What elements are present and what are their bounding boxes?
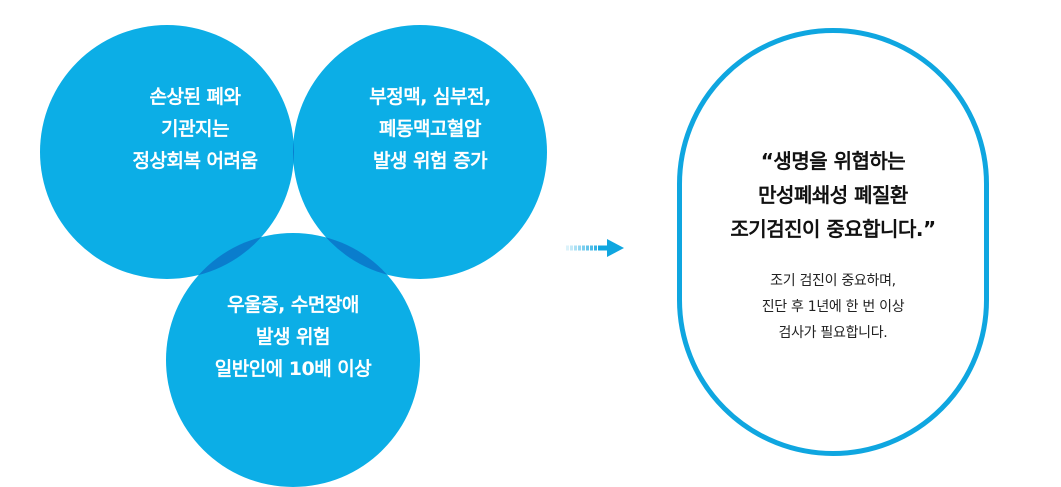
desc-line-2: 진단 후 1년에 한 번 이상 <box>761 299 905 315</box>
callout-quote: “생명을 위협하는 만성폐쇄성 폐질환 조기검진이 중요합니다.” <box>682 144 984 246</box>
circle-1-line-3: 정상회복 어려움 <box>132 150 258 172</box>
callout-description: 조기 검진이 중요하며, 진단 후 1년에 한 번 이상 검사가 필요합니다. <box>682 268 984 346</box>
circle-2-line-3: 발생 위험 증가 <box>372 150 488 172</box>
circle-depression-risk <box>166 233 420 487</box>
circle-3-line-2: 발생 위험 <box>255 326 331 348</box>
circle-heart-risk <box>293 25 547 279</box>
callout-box: “생명을 위협하는 만성폐쇄성 폐질환 조기검진이 중요합니다.” 조기 검진이… <box>677 28 989 456</box>
quote-line-1: “생명을 위협하는 <box>760 149 906 173</box>
venn-diagram <box>40 25 547 487</box>
circle-3-line-1: 우울증, 수면장애 <box>227 294 359 316</box>
circle-text-heart: 부정맥, 심부전, 폐동맥고혈압 발생 위험 증가 <box>320 81 540 177</box>
circle-2-line-1: 부정맥, 심부전, <box>369 86 491 108</box>
circle-text-lung: 손상된 폐와 기관지는 정상회복 어려움 <box>85 81 305 177</box>
circle-1-line-1: 손상된 폐와 <box>149 86 241 108</box>
circle-2-line-2: 폐동맥고혈압 <box>379 118 481 140</box>
desc-line-3: 검사가 필요합니다. <box>778 325 888 341</box>
circle-text-depression: 우울증, 수면장애 발생 위험 일반인에 10배 이상 <box>183 289 403 385</box>
circle-3-line-3: 일반인에 10배 이상 <box>214 358 372 380</box>
quote-line-2: 만성폐쇄성 폐질환 <box>758 183 908 207</box>
desc-line-1: 조기 검진이 중요하며, <box>770 273 896 289</box>
circle-1-line-2: 기관지는 <box>161 118 229 140</box>
circle-lung-damage <box>40 25 294 279</box>
quote-line-3: 조기검진이 중요합니다.” <box>730 217 936 241</box>
right-arrow-icon <box>566 239 624 257</box>
